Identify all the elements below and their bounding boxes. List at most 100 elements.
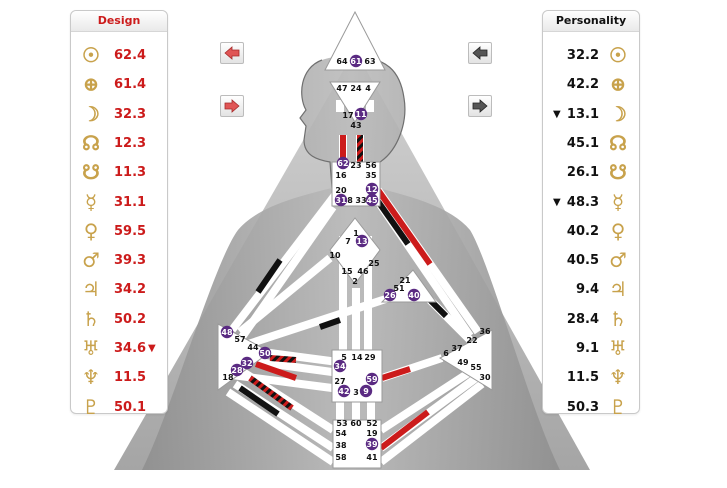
gate-15: 15 (341, 267, 353, 276)
active-gate-62[interactable]: 62 (336, 156, 350, 170)
active-gate-28[interactable]: 28 (230, 363, 244, 377)
mars-icon: ♂ (609, 248, 627, 273)
neptune-icon: ♆ (82, 365, 100, 390)
gate-8: 8 (347, 196, 353, 205)
mercury-icon: ☿ (611, 189, 625, 214)
center-g (329, 217, 381, 285)
personality-row-mercury[interactable]: ▼48.3☿ (543, 188, 639, 217)
venus-icon: ♀ (83, 218, 99, 243)
personality-row-mars[interactable]: 40.5♂ (543, 246, 639, 275)
svg-text:34: 34 (334, 362, 346, 371)
triangle-down-icon: ▼ (553, 196, 561, 208)
active-gate-48[interactable]: 48 (220, 325, 234, 339)
design-row-sun[interactable]: 62.4 ☉ (71, 41, 167, 70)
center-ajna (329, 81, 381, 123)
sun-icon: ☉ (82, 43, 100, 67)
design-header: Design (71, 11, 167, 32)
active-gate-11[interactable]: 11 (354, 107, 368, 121)
gate-line-value: 39.3 (114, 253, 147, 269)
earth-icon: ⊕ (82, 72, 100, 97)
gate-60: 60 (350, 419, 362, 428)
design-row-moon[interactable]: 32.3☽ (71, 100, 167, 129)
personality-row-saturn[interactable]: 28.4♄ (543, 305, 639, 334)
active-gate-32[interactable]: 32 (240, 356, 254, 370)
defined-channels (238, 100, 449, 451)
gate-25: 25 (368, 259, 380, 268)
gate-55: 55 (470, 363, 482, 372)
personality-row-venus[interactable]: 40.2♀ (543, 217, 639, 246)
gate-line-value: 31.1 (114, 194, 147, 210)
gate-49: 49 (457, 358, 469, 367)
design-row-saturn[interactable]: 50.2♄ (71, 305, 167, 334)
svg-text:48: 48 (221, 328, 233, 337)
design-row-south-node[interactable]: 11.3☋ (71, 158, 167, 187)
personality-row-uranus[interactable]: 9.1♅ (543, 334, 639, 363)
active-gate-12[interactable]: 12 (365, 182, 379, 196)
svg-text:42: 42 (338, 387, 349, 396)
neptune-icon: ♆ (609, 365, 627, 390)
active-gate-40[interactable]: 40 (407, 288, 421, 302)
design-prev-button[interactable] (220, 42, 244, 64)
personality-row-jupiter[interactable]: 9.4♃ (543, 275, 639, 304)
design-row-jupiter[interactable]: 34.2♃ (71, 275, 167, 304)
gate-line-value: 50.1 (114, 399, 147, 415)
gate-line-value: 9.1 (575, 341, 599, 356)
design-next-button[interactable] (220, 95, 244, 117)
gate-line-value: 62.4 (114, 48, 147, 63)
south-node-icon: ☋ (609, 160, 627, 185)
personality-row-pluto[interactable]: 50.3♇ (543, 393, 639, 422)
gate-64: 64 (336, 57, 348, 66)
gate-line-value: 61.4 (114, 77, 147, 93)
personality-row-sun[interactable]: 32.2☉ (543, 41, 639, 70)
design-row-neptune[interactable]: 11.5♆ (71, 363, 167, 392)
gate-14: 14 (351, 353, 363, 362)
active-gate-9[interactable]: 9 (359, 384, 373, 398)
active-gate-31[interactable]: 31 (334, 193, 348, 207)
svg-text:50: 50 (259, 349, 271, 358)
design-row-north-node[interactable]: 12.3☊ (71, 129, 167, 158)
gate-line-value: 34.6 (114, 341, 147, 356)
design-row-mars[interactable]: 39.3♂ (71, 246, 167, 275)
gate-line-value: 26.1 (566, 165, 599, 181)
gate-20: 20 (335, 186, 347, 195)
triangle-down-icon: ▼ (148, 343, 156, 354)
active-gate-26[interactable]: 26 (383, 288, 397, 302)
active-gate-59[interactable]: 59 (365, 372, 379, 386)
mercury-icon: ☿ (84, 189, 98, 214)
active-gate-50[interactable]: 50 (258, 346, 272, 360)
design-row-venus[interactable]: 59.5♀ (71, 217, 167, 246)
design-row-mercury[interactable]: 31.1 ☿ (71, 188, 167, 217)
personality-row-earth[interactable]: 42.2⊕ (543, 70, 639, 99)
saturn-icon: ♄ (609, 306, 627, 331)
earth-icon: ⊕ (609, 72, 627, 97)
personality-next-button[interactable] (468, 95, 492, 117)
active-gate-45[interactable]: 45 (365, 193, 379, 207)
personality-row-north-node[interactable]: 45.1☊ (543, 129, 639, 158)
arrow-left-icon (224, 46, 240, 60)
gate-53: 53 (336, 419, 347, 428)
active-gate-34[interactable]: 34 (333, 359, 347, 373)
design-row-pluto[interactable]: 50.1♇ (71, 393, 167, 422)
gate-line-value: 34.2 (114, 282, 147, 298)
center-solar-plexus (438, 329, 493, 391)
personality-prev-button[interactable] (468, 42, 492, 64)
design-row-uranus[interactable]: ▼34.6♅ (71, 334, 167, 363)
design-panel: Design 62.4 ☉ 61.4 ⊕ 32.3☽12.3☊11.3☋ 31.1 ☿ 59.… (70, 10, 168, 419)
gate-line-value: 50.3 (566, 399, 599, 415)
personality-row-neptune[interactable]: 11.5♆ (543, 363, 639, 392)
active-gate-39[interactable]: 39 (365, 437, 379, 451)
saturn-icon: ♄ (82, 306, 100, 331)
svg-text:59: 59 (366, 375, 378, 384)
south-node-icon: ☋ (82, 160, 100, 185)
active-gate-42[interactable]: 42 (337, 384, 351, 398)
design-row-earth[interactable]: 61.4 ⊕ (71, 70, 167, 99)
personality-row-moon[interactable]: ▼13.1☽ (543, 100, 639, 129)
gate-24: 24 (350, 84, 362, 93)
active-gate-61[interactable]: 61 (349, 54, 363, 68)
personality-row-south-node[interactable]: 26.1 ☋ (543, 158, 639, 187)
gate-23: 23 (350, 161, 361, 170)
gate-27: 27 (334, 377, 345, 386)
gate-7: 7 (345, 237, 351, 246)
gate-19: 19 (366, 429, 378, 438)
active-gate-13[interactable]: 13 (355, 234, 369, 248)
